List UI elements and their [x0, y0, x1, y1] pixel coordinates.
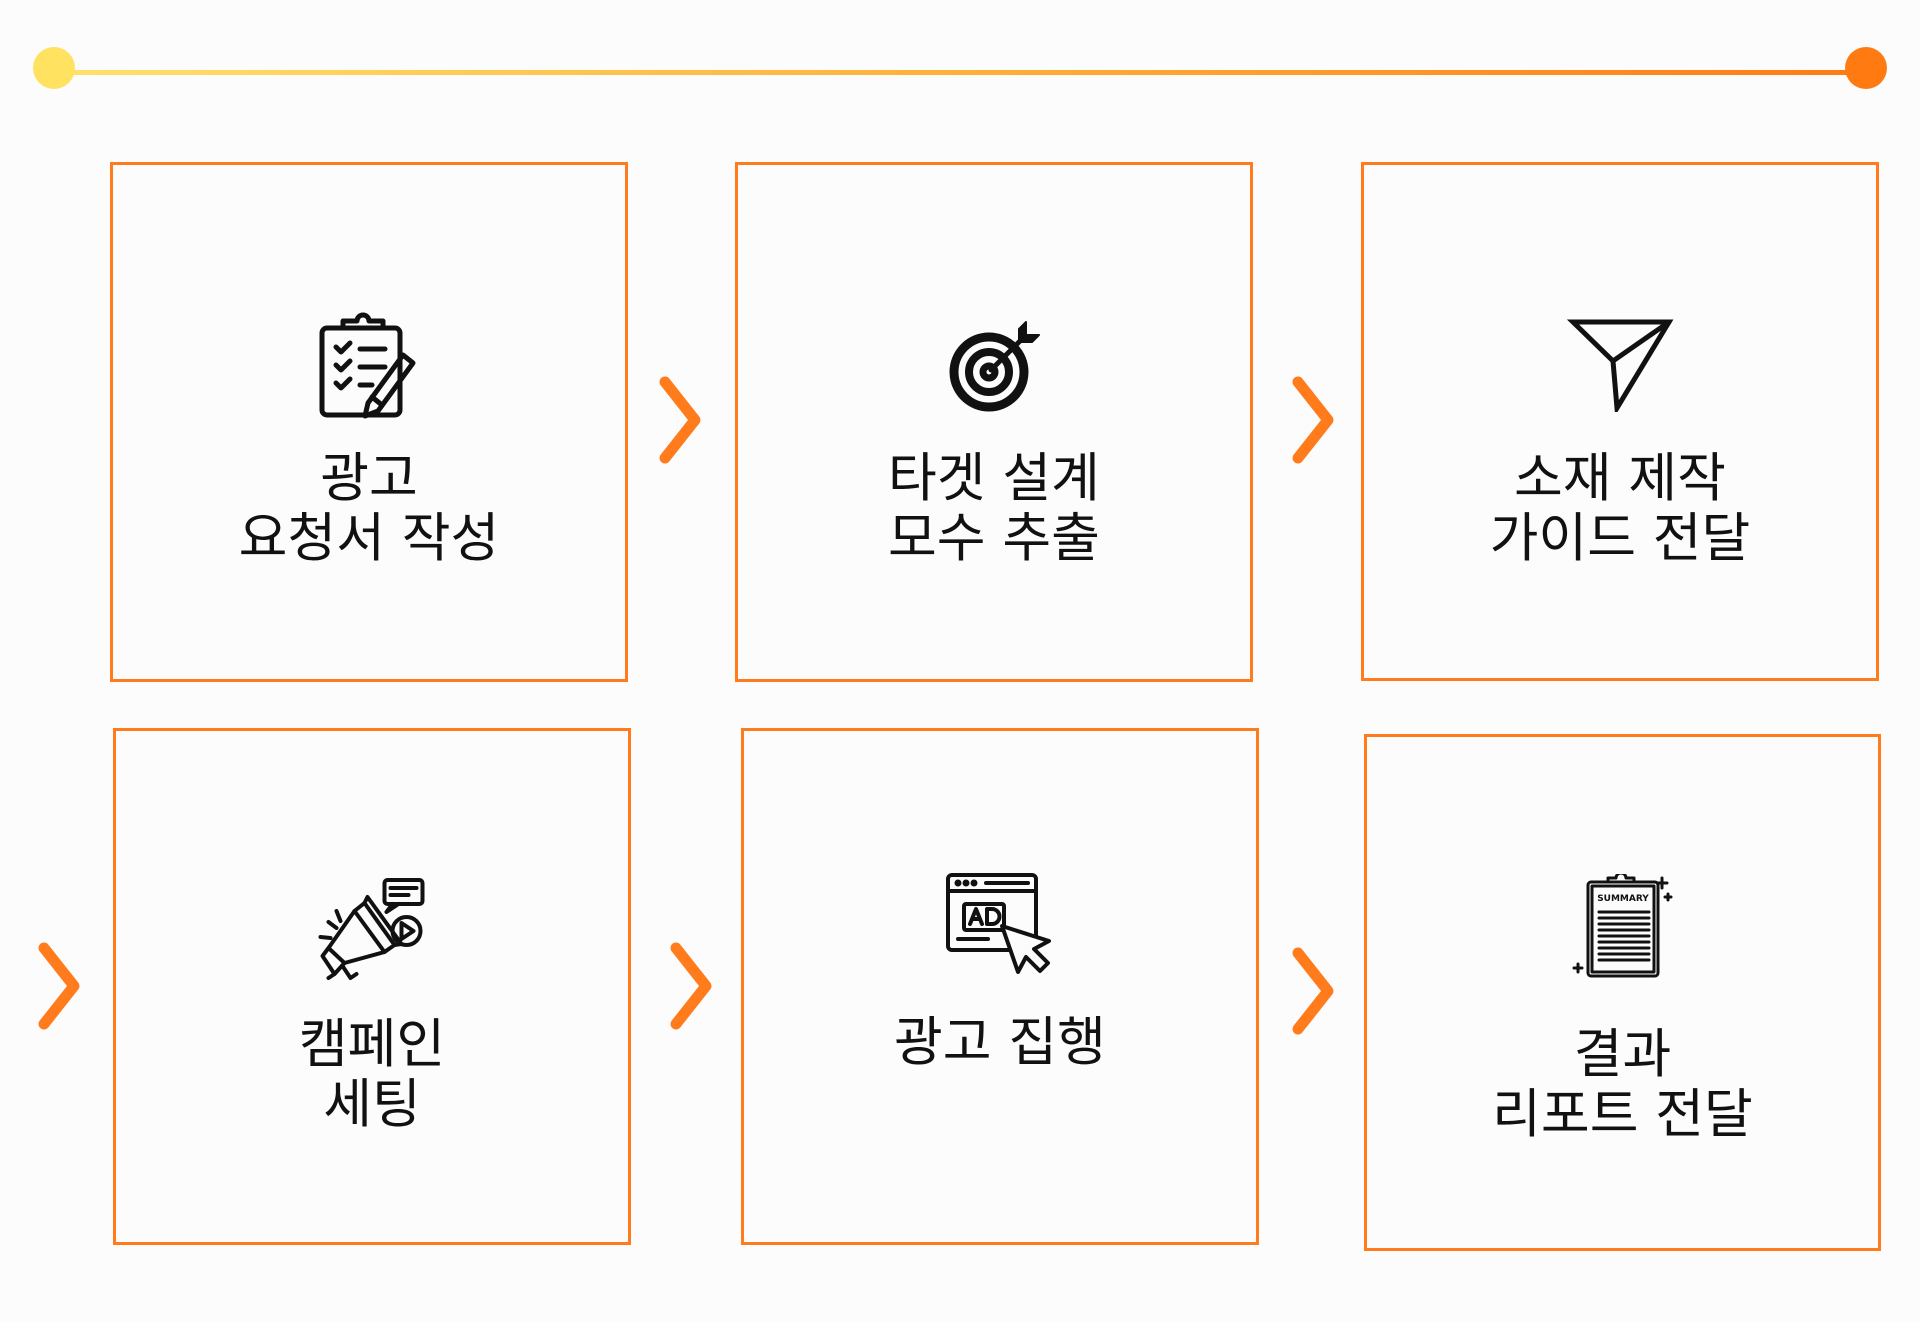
chevron-right-icon	[668, 940, 716, 1032]
step-card-execution: 광고 집행	[741, 728, 1259, 1245]
step-card-report: SUMMARY 결과 리포트 전달	[1364, 734, 1881, 1251]
target-arrow-icon	[939, 315, 1049, 420]
megaphone-video-icon	[315, 874, 430, 989]
chevron-right-icon	[1290, 945, 1338, 1037]
step-card-campaign: 캠페인 세팅	[113, 728, 631, 1245]
step-card-request: 광고 요청서 작성	[110, 162, 628, 682]
paper-plane-icon	[1565, 312, 1675, 412]
step-label-guide: 소재 제작 가이드 전달	[1489, 448, 1751, 569]
step-label-execution: 광고 집행	[894, 1012, 1106, 1073]
summary-report-icon: SUMMARY	[1568, 874, 1678, 989]
ad-cursor-icon	[940, 869, 1060, 979]
chevron-right-icon	[657, 374, 705, 466]
svg-text:SUMMARY: SUMMARY	[1597, 894, 1649, 904]
timeline-start-dot	[33, 47, 75, 89]
step-card-target: 타겟 설계 모수 추출	[735, 162, 1253, 682]
chevron-right-icon	[1290, 374, 1338, 466]
chevron-right-icon	[36, 940, 84, 1032]
step-label-report: 결과 리포트 전달	[1492, 1024, 1753, 1145]
step-label-request: 광고 요청서 작성	[238, 448, 500, 569]
step-label-target: 타겟 설계 모수 추출	[888, 448, 1100, 569]
timeline-line	[53, 70, 1866, 75]
step-label-campaign: 캠페인 세팅	[298, 1014, 446, 1135]
progress-timeline	[53, 68, 1866, 77]
step-card-guide: 소재 제작 가이드 전달	[1361, 162, 1879, 681]
timeline-end-dot	[1845, 47, 1887, 89]
clipboard-checklist-pencil-icon	[309, 307, 429, 427]
